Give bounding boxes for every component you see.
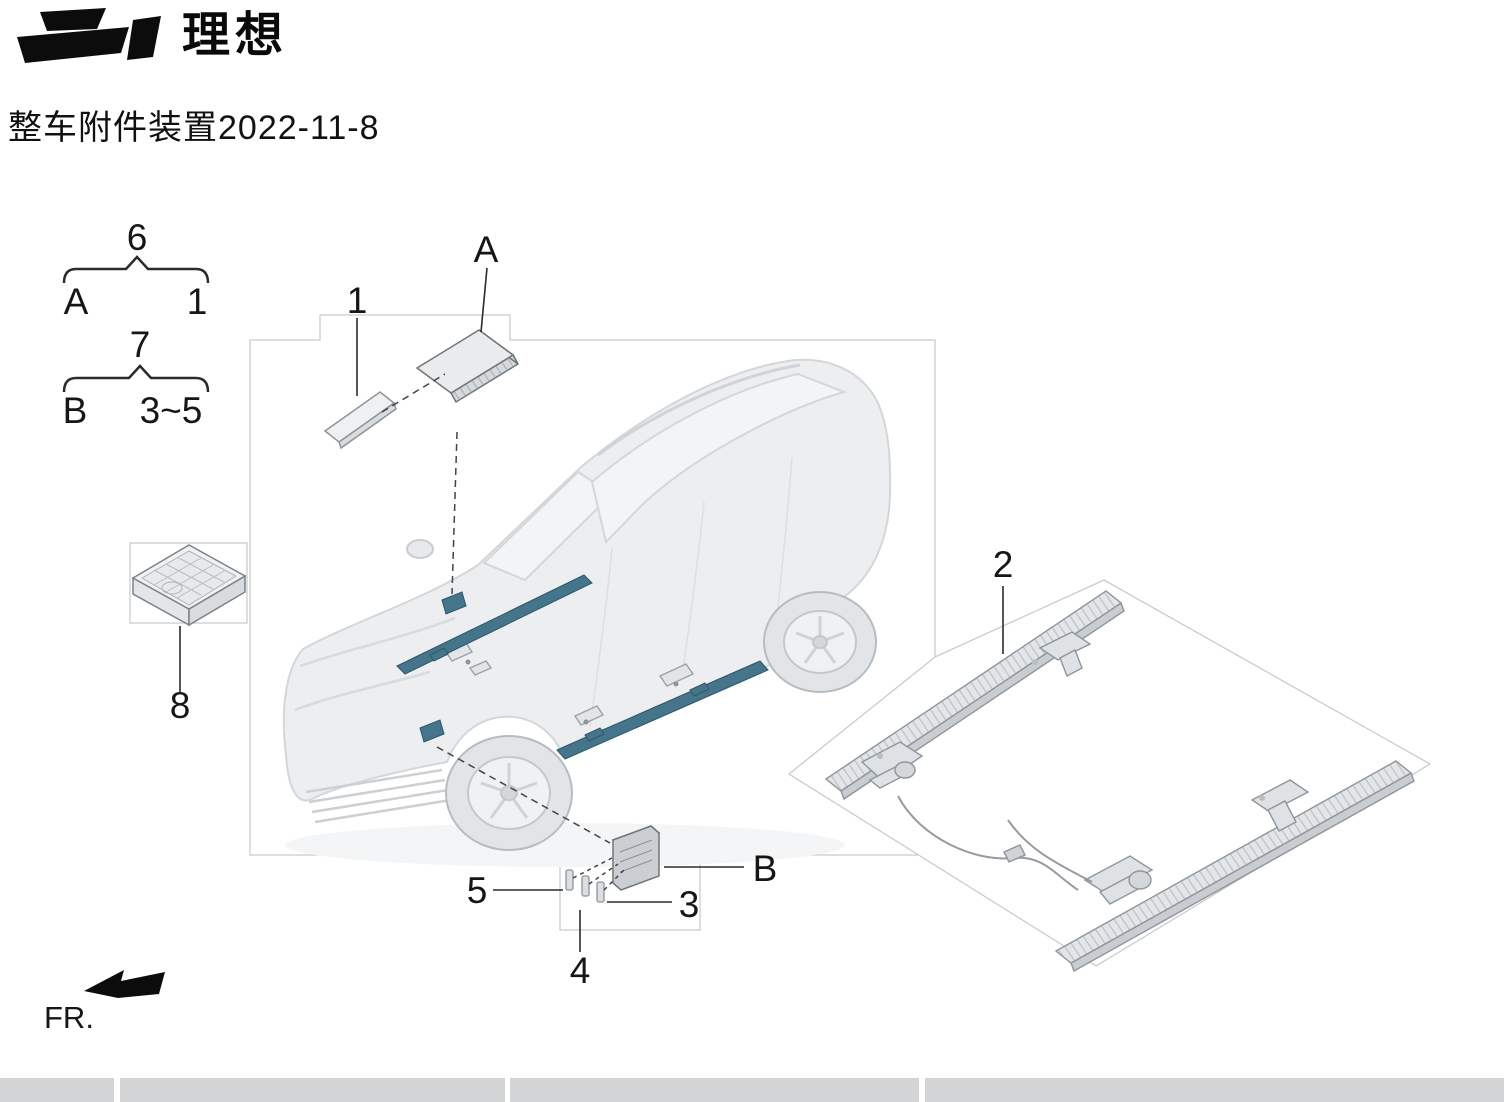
running-board-assembly-lower <box>1007 760 1415 973</box>
legend-group6-bracket <box>62 255 210 284</box>
door-step-mechanisms <box>444 642 695 726</box>
part-1-sheet <box>323 391 397 450</box>
step-tab-2 <box>584 727 605 742</box>
car-roof-rail <box>597 363 801 457</box>
callout-b: B <box>753 848 778 889</box>
brand-name: 理想 <box>182 9 289 62</box>
part-a-panel <box>415 329 520 404</box>
legend-group6-number: 6 <box>127 217 148 258</box>
callout-a: A <box>474 229 499 270</box>
car-front-wheel <box>445 735 573 851</box>
legend-group7-left: B <box>63 390 88 431</box>
page-title: 整车附件装置2022-11-8 <box>8 109 380 147</box>
car-door-seams <box>589 457 793 727</box>
car-front-lightbar <box>294 616 456 712</box>
leader-lines <box>179 267 1004 952</box>
pin-1 <box>565 869 574 891</box>
legend-group7-number: 7 <box>130 324 151 365</box>
vehicle-illustration <box>282 358 892 867</box>
car-side-glass <box>590 372 848 545</box>
callout-labels: A 1 2 8 B 5 3 4 <box>170 229 1014 991</box>
footer-cell-4 <box>925 1078 1504 1102</box>
dashed-reference-lines <box>381 373 625 891</box>
running-board-assembly-upper <box>824 590 1125 891</box>
legend-group7-bracket <box>62 364 210 393</box>
leader-a <box>480 267 488 333</box>
callout-8: 8 <box>170 685 191 726</box>
legend: 6 A 1 7 B 3~5 <box>62 217 210 431</box>
cowl-bracket <box>441 591 467 615</box>
callout-2: 2 <box>993 544 1014 585</box>
car-rear-wheel <box>763 591 877 693</box>
part-8-tray <box>131 544 247 627</box>
legend-group7-right: 3~5 <box>140 390 203 431</box>
footer-cell-3 <box>510 1078 919 1102</box>
car-shadow <box>285 823 845 867</box>
front-door-step-strip <box>396 574 593 675</box>
pin-2 <box>581 875 590 897</box>
footer-cell-1 <box>0 1078 114 1102</box>
callout-4: 4 <box>570 950 591 991</box>
exploded-parts-diagram: 6 A 1 7 B 3~5 <box>44 217 1432 1035</box>
footer-cell-2 <box>120 1078 505 1102</box>
callout-3: 3 <box>679 884 700 925</box>
front-label: FR. <box>44 1000 94 1035</box>
front-direction-indicator: FR. <box>44 970 165 1035</box>
mounting-pins <box>565 869 605 903</box>
highlighted-running-boards <box>396 574 769 760</box>
legend-group6-left: A <box>64 281 89 322</box>
callout-5: 5 <box>467 870 488 911</box>
part-b-bracket <box>611 825 661 891</box>
footer-table <box>0 1078 1504 1102</box>
front-arrow-icon <box>84 970 165 998</box>
step-tab-1 <box>429 647 449 662</box>
brand-logo-icon <box>17 8 161 63</box>
car-mirror <box>406 539 434 559</box>
front-lower-bracket <box>419 719 445 743</box>
step-tab-3 <box>689 682 710 697</box>
car-grille-slats <box>305 768 452 824</box>
callout-1: 1 <box>347 280 368 321</box>
header: 理想 <box>10 6 288 68</box>
pin-3 <box>596 881 605 903</box>
legend-group6-right: 1 <box>187 281 208 322</box>
